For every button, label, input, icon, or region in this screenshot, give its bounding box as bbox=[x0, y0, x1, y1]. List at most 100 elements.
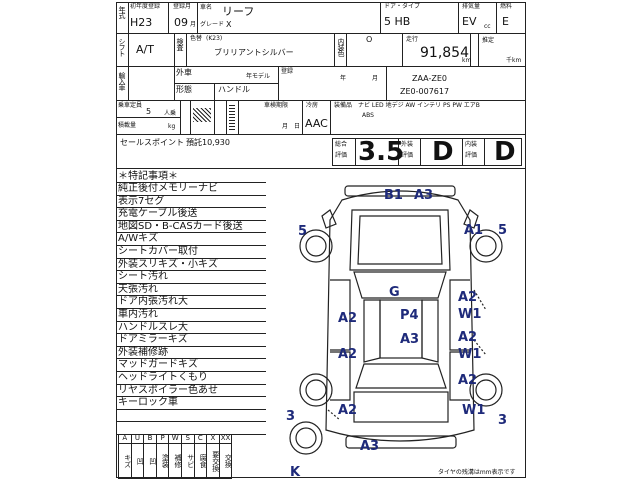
memo-rule bbox=[116, 345, 266, 347]
memo-rule bbox=[116, 333, 266, 335]
divider bbox=[398, 138, 399, 166]
inspection-label: 検査 bbox=[176, 38, 184, 50]
rear-bumper bbox=[345, 435, 457, 449]
memo-rule bbox=[116, 308, 266, 309]
memo-rule bbox=[116, 421, 266, 423]
mark-left-low: A2 bbox=[338, 403, 358, 418]
overall-label-2: 評価 bbox=[335, 152, 348, 159]
divider bbox=[334, 33, 335, 66]
front-right-wheel bbox=[469, 229, 503, 263]
memo-line: 表示7セグ bbox=[118, 195, 165, 207]
shift-value: A/T bbox=[136, 43, 154, 56]
shift-label: シフト bbox=[118, 38, 126, 56]
legend-key: P bbox=[155, 434, 170, 444]
divider bbox=[116, 168, 526, 169]
divider bbox=[214, 83, 215, 100]
divider bbox=[180, 100, 181, 134]
trunk bbox=[353, 391, 449, 423]
memo-rule bbox=[116, 232, 266, 234]
divider bbox=[116, 100, 526, 101]
ac-value: AAC bbox=[305, 117, 328, 130]
memo-rule bbox=[116, 219, 266, 221]
equipment-value: ナビ LED 地デジ AW インテリ PS PW エアB bbox=[358, 102, 480, 109]
model-year-label: 年モデル bbox=[246, 73, 271, 80]
car-name-label: 車名 bbox=[200, 4, 213, 11]
import-label: 輸入車 bbox=[118, 72, 126, 90]
front-bumper bbox=[344, 185, 456, 197]
mark-left-top: 5 bbox=[298, 224, 308, 239]
legend-key: S bbox=[180, 434, 195, 444]
legend-key: B bbox=[143, 434, 157, 444]
legend-key: C bbox=[193, 434, 208, 444]
hatch-mark bbox=[229, 104, 235, 130]
memo-title: ＊特記事項＊ bbox=[118, 171, 178, 182]
divider bbox=[484, 138, 485, 166]
sales-label: セールスポイント bbox=[120, 138, 184, 147]
exterior-score-label-2: 評価 bbox=[401, 152, 414, 159]
legend-value: サビ bbox=[180, 443, 195, 479]
interior-score-label-1: 内装 bbox=[465, 141, 478, 148]
tire-note: タイヤの残溝はmm表示です bbox=[438, 469, 516, 476]
front-left-wheel bbox=[299, 229, 333, 263]
expiry-month-label: 月 bbox=[282, 123, 289, 130]
exterior-score-label-1: 外装 bbox=[401, 141, 414, 148]
legend-value: 要交換 bbox=[206, 443, 220, 479]
legend-key: A bbox=[118, 434, 132, 444]
legend-value: 補修 bbox=[168, 443, 182, 479]
legend-value: 凹 bbox=[143, 443, 157, 479]
persons-label: 人乗 bbox=[164, 110, 177, 117]
door-label: ドア・タイプ bbox=[384, 3, 421, 10]
displacement-value: EV bbox=[462, 15, 477, 28]
legend-key: U bbox=[130, 434, 145, 444]
hood-inner bbox=[357, 215, 443, 265]
divider bbox=[278, 66, 279, 100]
fuel-value: E bbox=[502, 15, 509, 28]
divider bbox=[128, 33, 129, 66]
overall-score: 3.5 bbox=[358, 137, 405, 167]
year-value: H23 bbox=[130, 16, 153, 29]
memo-rule bbox=[116, 282, 266, 284]
chassis-code: ZE0-007617 bbox=[400, 87, 450, 96]
memo-line: マッドガードキズ bbox=[118, 359, 198, 371]
mark-right-mid-1b: W1 bbox=[458, 307, 482, 322]
memo-line: キーロック車 bbox=[118, 397, 178, 409]
grade-value: X bbox=[226, 20, 232, 29]
divider bbox=[174, 83, 278, 84]
displacement-unit: cc bbox=[484, 23, 491, 30]
divider bbox=[462, 138, 463, 166]
interior-value: O bbox=[366, 35, 373, 44]
divider bbox=[420, 138, 421, 166]
memo-rule bbox=[116, 371, 266, 372]
mark-roof-2: A3 bbox=[400, 332, 420, 347]
overall-label-1: 総合 bbox=[335, 141, 348, 148]
handle-label: ハンドル bbox=[218, 85, 250, 94]
memo-rule bbox=[116, 408, 266, 410]
legend-value: 腐食 bbox=[193, 443, 207, 479]
guess-label: 推定 bbox=[482, 37, 495, 44]
memo-line: ドアミラーキズ bbox=[118, 334, 188, 346]
divider bbox=[190, 100, 191, 134]
mark-right-low: A2 bbox=[458, 373, 478, 388]
memo-rule bbox=[116, 396, 266, 398]
divider bbox=[302, 100, 303, 134]
legend-value: 塗装 bbox=[155, 443, 169, 479]
memo-line: 天張汚れ bbox=[118, 283, 158, 295]
front-left-hub bbox=[305, 235, 327, 257]
fuel-label: 燃料 bbox=[500, 3, 513, 10]
memo-line: 純正後付メモリーナビ bbox=[118, 183, 218, 194]
capacity-value: 5 bbox=[146, 107, 152, 116]
left-rear-door bbox=[330, 351, 351, 401]
legend-value: 交換 bbox=[218, 443, 232, 479]
color-value: ブリリアントシルバー bbox=[214, 48, 294, 57]
divider bbox=[470, 33, 471, 66]
mark-right-low-b: W1 bbox=[462, 403, 486, 418]
memo-rule bbox=[116, 270, 266, 272]
rear-left-wheel bbox=[299, 373, 333, 407]
windshield bbox=[353, 271, 447, 299]
shape-label: 形態 bbox=[176, 85, 192, 94]
mark-left-mid-2: A2 bbox=[338, 347, 358, 362]
memo-line: 車内汚れ bbox=[118, 309, 158, 320]
score-panel bbox=[332, 138, 522, 166]
divider bbox=[458, 2, 459, 33]
divider bbox=[214, 100, 215, 134]
